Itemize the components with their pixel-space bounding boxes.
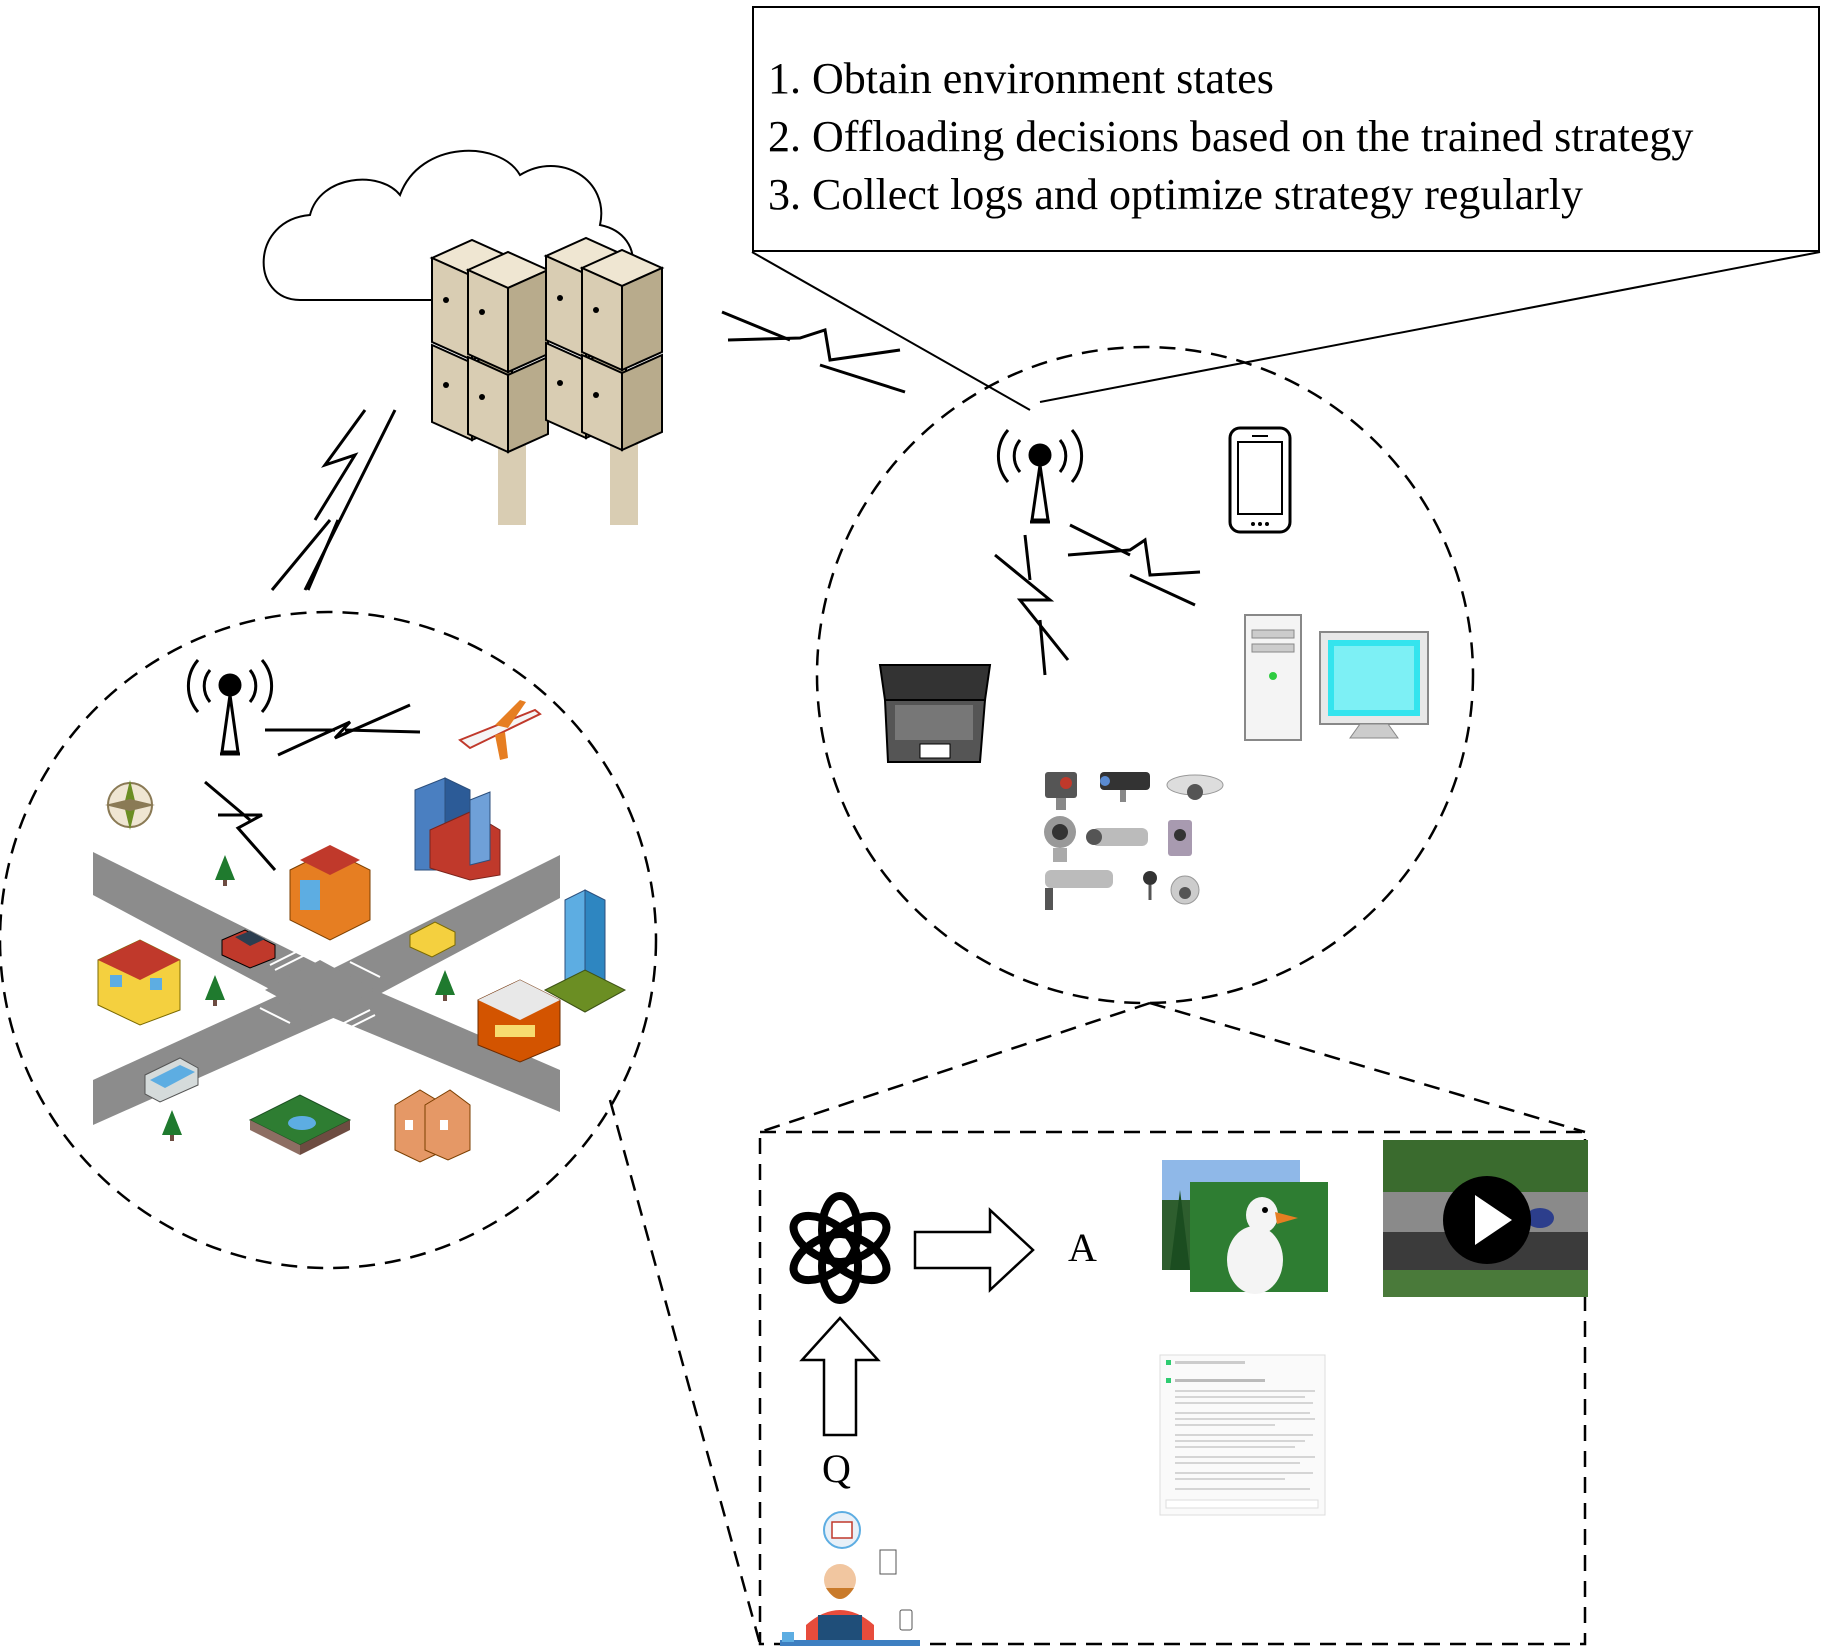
cell-tower-icon <box>996 429 1084 524</box>
openai-logo-icon <box>789 1192 891 1304</box>
city-building-icon <box>543 889 627 1013</box>
bus-icon <box>144 1057 199 1103</box>
server-rack-icon <box>429 236 665 525</box>
steps-callout: 1. Obtain environment states 2. Offloadi… <box>752 6 1820 252</box>
monitor-icon <box>1319 631 1429 739</box>
step-item: 3. Collect logs and optimize strategy re… <box>768 170 1584 219</box>
compass-icon <box>105 780 155 830</box>
step-item: 1. Obtain environment states <box>768 54 1274 103</box>
arrow-right-icon <box>913 1207 1035 1293</box>
cell-tower-icon <box>186 659 274 756</box>
callout-pointer <box>751 251 1821 411</box>
steps-list: 1. Obtain environment states 2. Offloadi… <box>754 8 1818 224</box>
cloud-icon <box>262 149 634 301</box>
city-building-icon <box>477 979 561 1063</box>
road-intersection <box>93 852 560 1125</box>
smartphone-icon <box>1228 426 1292 534</box>
city-building-icon <box>414 777 501 881</box>
step-item: 2. Offloading decisions based on the tra… <box>768 112 1694 161</box>
video-play-icon <box>1383 1140 1588 1297</box>
city-building-icon <box>97 939 181 1026</box>
image-icon <box>1162 1160 1328 1294</box>
park-icon <box>248 1094 352 1155</box>
device-zone-circle <box>815 345 1475 1005</box>
city-building-icon <box>394 1089 471 1163</box>
lightning-link-icon <box>204 703 421 871</box>
ai-service-box <box>758 1130 1587 1646</box>
chat-screenshot-icon <box>1159 1354 1326 1516</box>
lightning-link-icon <box>270 409 397 591</box>
car-icon <box>409 921 456 958</box>
desktop-computer-icon <box>1244 614 1302 741</box>
zoom-lines <box>608 1001 1586 1645</box>
answer-label: A <box>1068 1225 1097 1270</box>
airplane-icon <box>458 700 542 760</box>
city-zone-circle <box>0 610 658 1270</box>
city-building-icon <box>289 845 371 941</box>
question-label: Q <box>822 1446 851 1491</box>
arrow-up-icon <box>799 1316 881 1437</box>
lightning-link-icon <box>721 310 906 394</box>
busy-user-icon <box>780 1511 920 1646</box>
lightning-link-icon <box>994 523 1201 676</box>
tree-icon <box>162 855 455 1141</box>
car-icon <box>221 929 276 969</box>
laptop-icon <box>878 664 992 763</box>
camera-icon <box>1044 772 1224 910</box>
